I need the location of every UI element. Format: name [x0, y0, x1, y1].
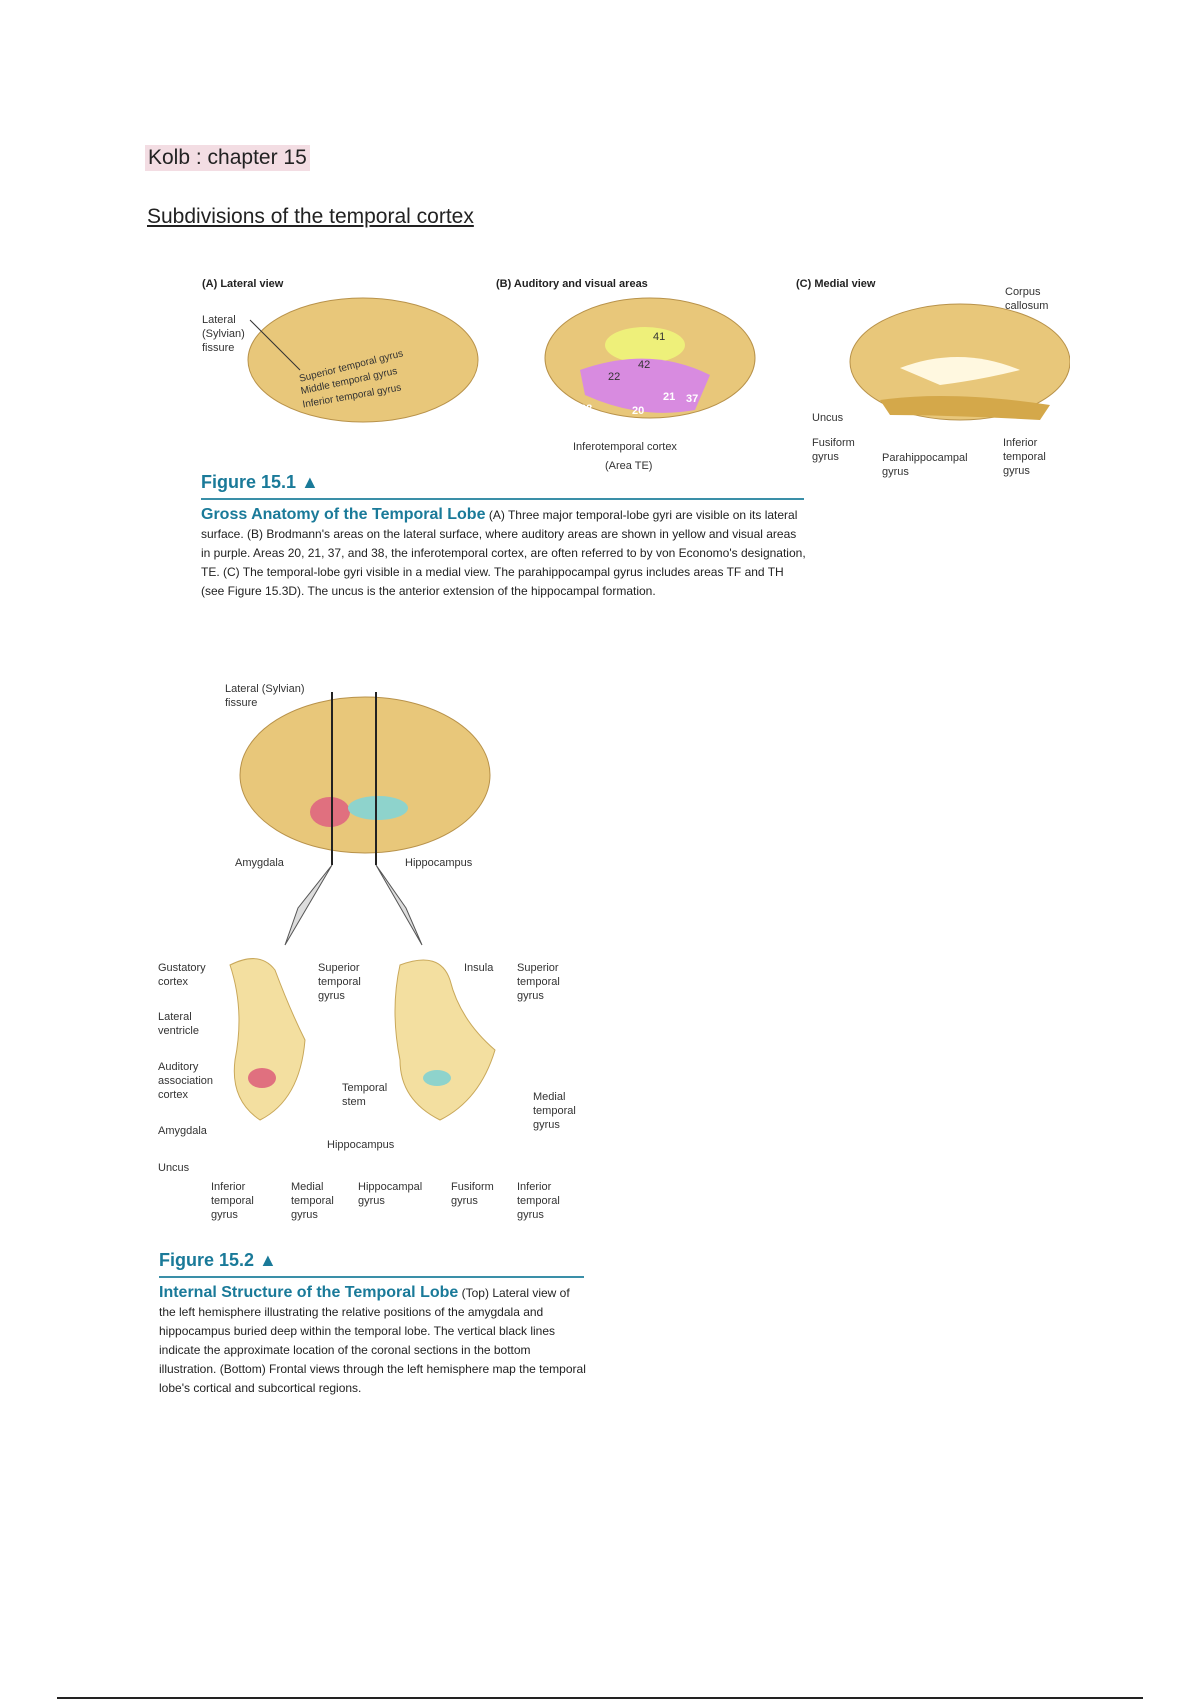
divider [159, 1276, 584, 1278]
figure-15-2-title: Figure 15.2 ▲ [159, 1250, 277, 1270]
figure-15-2-caption: Internal Structure of the Temporal Lobe … [159, 1283, 589, 1398]
label-parahippocampal: Parahippocampal gyrus [882, 452, 968, 478]
label-uncus-2: Uncus [158, 1162, 190, 1174]
label-auditory: Auditory association cortex [158, 1061, 214, 1101]
label-corpus-callosum: Corpus callosum [1005, 286, 1049, 312]
label-inferior-medial: Inferior temporal gyrus [1003, 437, 1046, 477]
label-fusiform-2: Fusiform gyrus [451, 1181, 494, 1207]
divider [201, 498, 804, 500]
label-superior-right: Superior temporal gyrus [517, 962, 560, 1002]
medial-brain-c [849, 303, 1070, 421]
lateral-brain-b [544, 297, 756, 419]
area-38: 38 [580, 403, 593, 415]
caption-title: Gross Anatomy of the Temporal Lobe [201, 506, 486, 523]
lateral-brain-a [247, 297, 479, 423]
label-area-te: (Area TE) [605, 460, 653, 472]
label-fissure-top: Lateral (Sylvian) fissure [225, 683, 305, 709]
panel-b-heading: (B) Auditory and visual areas [496, 278, 648, 290]
caption-title: Internal Structure of the Temporal Lobe [159, 1284, 459, 1301]
caption-text: (A) Three major temporal-lobe gyri are v… [201, 508, 806, 598]
panel-a-heading: (A) Lateral view [202, 278, 284, 290]
panel-c-heading: (C) Medial view [796, 278, 876, 290]
area-41: 41 [653, 331, 666, 343]
label-medial-right: Medial temporal gyrus [533, 1091, 576, 1131]
label-itg-left: Inferior temporal gyrus [211, 1181, 254, 1221]
label-mtg-left: Medial temporal gyrus [291, 1181, 334, 1221]
label-hippocampus-top: Hippocampus [405, 857, 473, 869]
label-superior-left: Superior temporal gyrus [318, 962, 361, 1002]
area-42: 42 [638, 359, 651, 371]
label-hippocampus: Hippocampus [327, 1139, 395, 1151]
figure-15-1-caption: Gross Anatomy of the Temporal Lobe (A) T… [201, 505, 806, 601]
section-heading: Subdivisions of the temporal cortex [147, 205, 474, 228]
label-hippocampal-gyrus: Hippocampal gyrus [358, 1181, 423, 1207]
label-lateral-fissure: Lateral (Sylvian) fissure [202, 314, 245, 354]
label-temporal-stem: Temporal stem [342, 1082, 388, 1108]
figure-15-1-illustrations [247, 297, 1070, 423]
area-21: 21 [663, 391, 676, 403]
chapter-heading: Kolb : chapter 15 [145, 145, 310, 171]
figure-15-2-illustrations [229, 692, 496, 1121]
label-inferotemporal: Inferotemporal cortex [573, 441, 677, 453]
label-fusiform: Fusiform gyrus [812, 437, 855, 463]
label-uncus: Uncus [812, 412, 844, 424]
label-amygdala-top: Amygdala [235, 857, 284, 869]
label-ventricle: Lateral ventricle [158, 1011, 199, 1037]
area-37: 37 [686, 393, 699, 405]
figure-15-1-title: Figure 15.1 ▲ [201, 472, 319, 492]
area-20: 20 [632, 405, 645, 417]
area-22: 22 [608, 371, 621, 383]
page-divider [57, 1697, 1143, 1699]
label-gustatory: Gustatory cortex [158, 962, 206, 988]
label-insula: Insula [464, 962, 494, 974]
label-itg-right: Inferior temporal gyrus [517, 1181, 560, 1221]
label-amygdala: Amygdala [158, 1125, 207, 1137]
caption-text: (Top) Lateral view of the left hemispher… [159, 1286, 586, 1395]
